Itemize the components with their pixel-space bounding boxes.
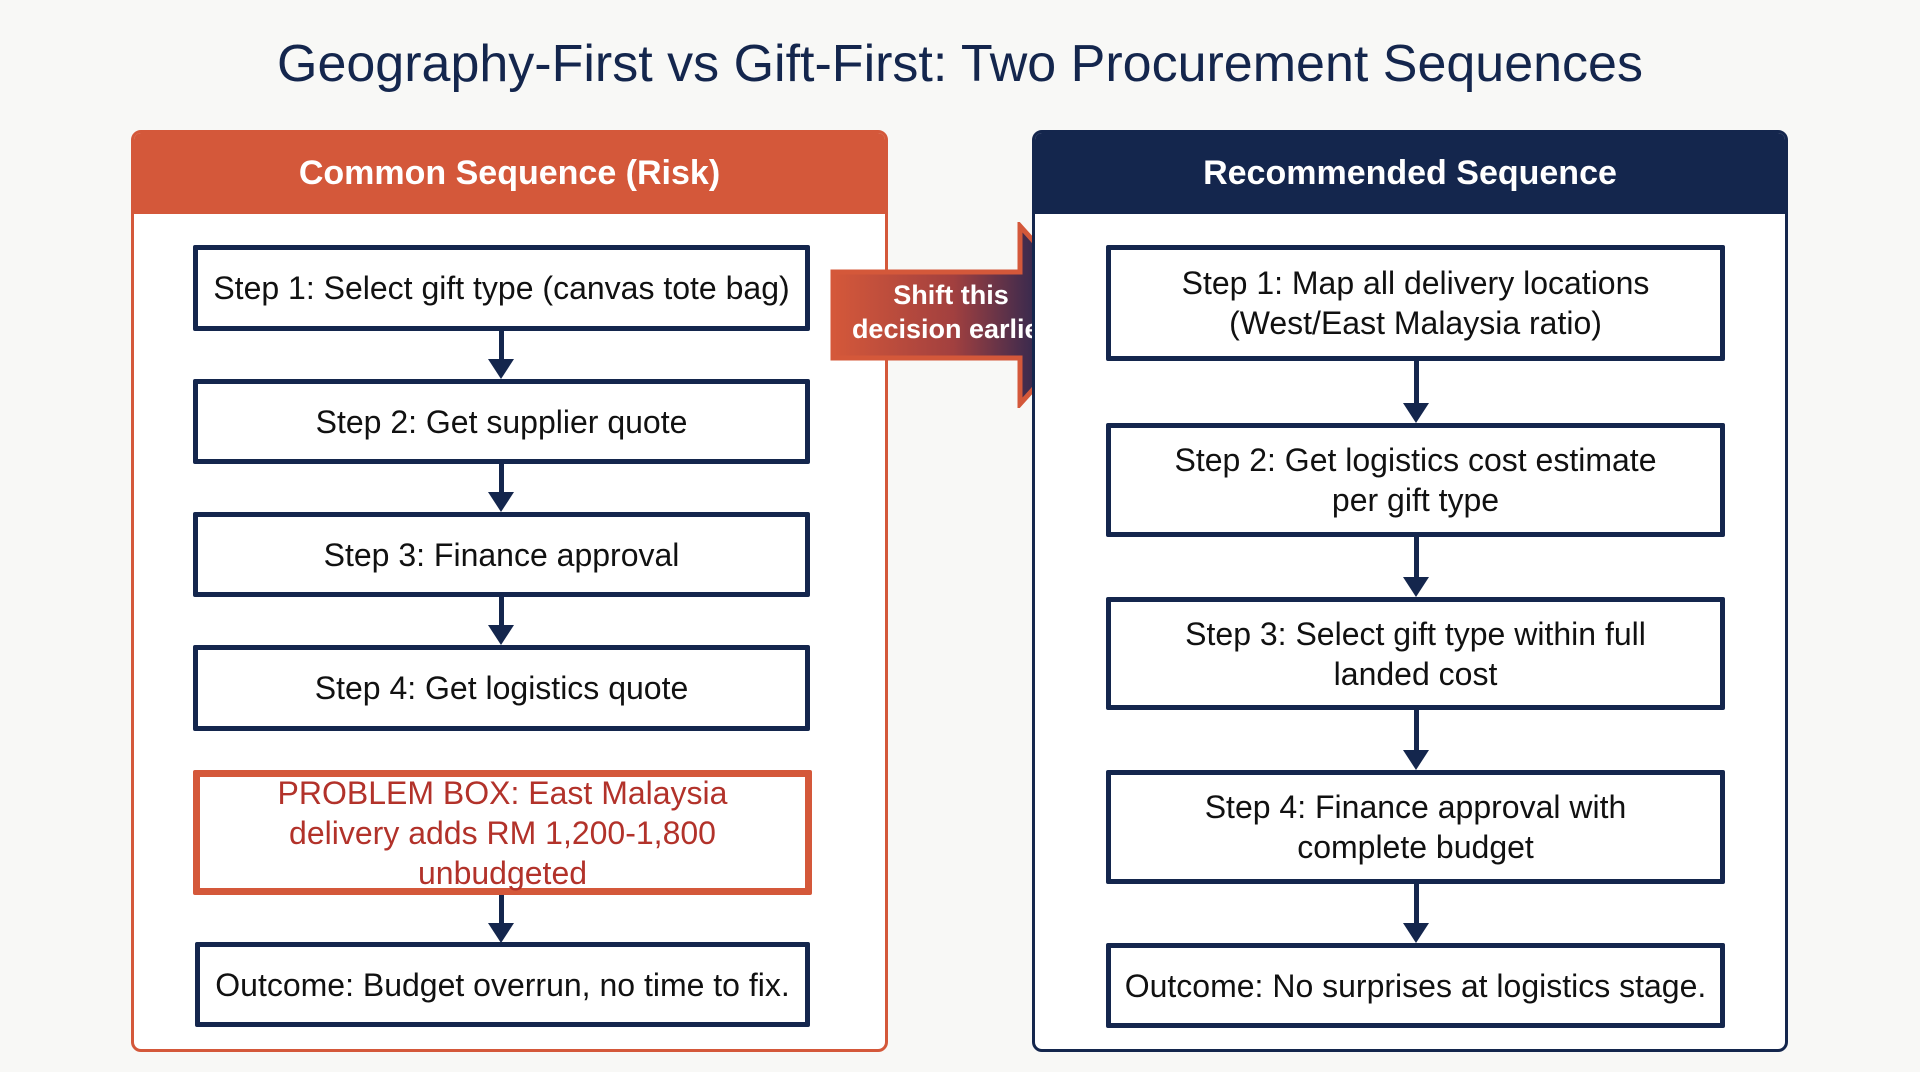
right-step-4-box: Step 4: Finance approval with complete b… <box>1106 770 1725 884</box>
down-arrow-icon <box>488 923 514 943</box>
left-outcome-box: Outcome: Budget overrun, no time to fix. <box>195 942 810 1027</box>
down-arrow-icon <box>1403 403 1429 423</box>
right-step-2-box: Step 2: Get logistics cost estimate per … <box>1106 423 1725 537</box>
left-step-4-box: Step 4: Get logistics quote <box>193 645 810 731</box>
flow-connector <box>499 895 504 925</box>
down-arrow-icon <box>488 625 514 645</box>
down-arrow-icon <box>1403 577 1429 597</box>
problem-box: PROBLEM BOX: East Malaysia delivery adds… <box>193 770 812 895</box>
flow-connector <box>499 331 504 361</box>
flow-connector <box>499 464 504 494</box>
flow-connector <box>1414 710 1419 750</box>
down-arrow-icon <box>1403 923 1429 943</box>
page-title: Geography-First vs Gift-First: Two Procu… <box>277 35 1643 93</box>
left-step-1-box: Step 1: Select gift type (canvas tote ba… <box>193 245 810 331</box>
flow-connector <box>1414 537 1419 577</box>
down-arrow-icon <box>488 492 514 512</box>
down-arrow-icon <box>488 359 514 379</box>
flow-connector <box>1414 884 1419 923</box>
left-step-2-box: Step 2: Get supplier quote <box>193 379 810 464</box>
recommended-sequence-header: Recommended Sequence <box>1035 133 1785 214</box>
flow-connector <box>499 597 504 627</box>
common-sequence-header: Common Sequence (Risk) <box>134 133 885 214</box>
right-step-1-box: Step 1: Map all delivery locations (West… <box>1106 245 1725 361</box>
down-arrow-icon <box>1403 750 1429 770</box>
left-step-3-box: Step 3: Finance approval <box>193 512 810 597</box>
flow-connector <box>1414 361 1419 403</box>
shift-decision-label: Shift this decision earlier <box>851 280 1051 344</box>
right-outcome-box: Outcome: No surprises at logistics stage… <box>1106 943 1725 1028</box>
right-step-3-box: Step 3: Select gift type within full lan… <box>1106 597 1725 710</box>
